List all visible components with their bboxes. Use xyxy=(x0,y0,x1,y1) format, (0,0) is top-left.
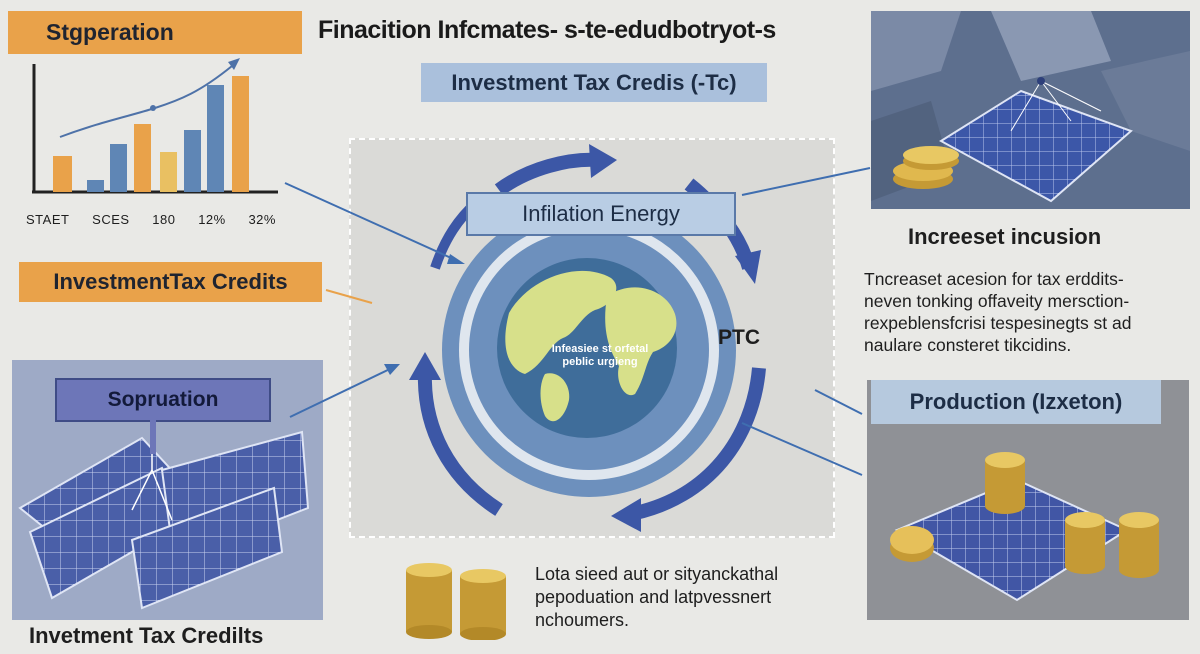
cycle-arrow-top xyxy=(494,152,600,196)
main-title: Finacition Infcmates- s-te-edudbotryot-s xyxy=(318,16,776,44)
solar-panels-illustration xyxy=(18,420,310,610)
chart-bar xyxy=(160,152,177,192)
globe-continent xyxy=(540,373,570,422)
globe-text-line: peblic urgieng xyxy=(562,356,638,368)
globe-continent xyxy=(505,270,617,374)
bottom-text-line: nchoumers. xyxy=(535,610,630,630)
investment-tax-credits-label: InvestmentTax Credits xyxy=(53,269,288,294)
connector-line xyxy=(325,289,373,304)
subtitle-tag: Investment Tax Credis (-Tc) xyxy=(421,63,767,102)
paragraph-line: rexpeblensfcrisi tespesinegts st ad xyxy=(864,313,1132,333)
right-top-paragraph: Tncreaset acesion for tax erddits- neven… xyxy=(864,268,1132,356)
subtitle-tag-label: Investment Tax Credis (-Tc) xyxy=(451,69,737,95)
paragraph-line: Tncreaset acesion for tax erddits- xyxy=(864,269,1124,289)
chart-axis-label: STAET xyxy=(26,212,70,227)
chart-axis-label: SCES xyxy=(92,212,130,227)
top-left-tag: Stgperation xyxy=(8,11,302,54)
cycle-arrow-head xyxy=(589,144,617,178)
chart-bar xyxy=(87,180,104,192)
globe-continent xyxy=(605,287,677,396)
chart-bar xyxy=(110,144,127,192)
coin-stack xyxy=(1065,512,1105,574)
inflation-energy-label: Infilation Energy xyxy=(522,201,680,226)
trend-arrow-head xyxy=(228,58,240,70)
cycle-diagram xyxy=(409,144,766,532)
inflation-energy-tag: Infilation Energy xyxy=(466,192,736,236)
solar-map-image xyxy=(871,11,1190,209)
chart-axis-label: 180 xyxy=(152,212,176,227)
paragraph-line: naulare consteret tikcidins. xyxy=(864,335,1072,355)
chart-bar xyxy=(207,85,224,192)
chart-bar xyxy=(134,124,151,192)
sopruation-label: Sopruation xyxy=(107,388,219,411)
map-illustration xyxy=(871,11,1190,203)
chart-bar xyxy=(232,76,249,192)
trend-point xyxy=(150,105,156,111)
chart-axis-labels: STAET SCES 180 12% 32% xyxy=(26,212,276,227)
cycle-arrow-left xyxy=(417,371,503,516)
left-bar-chart xyxy=(32,58,278,194)
connector-line xyxy=(741,167,871,196)
bottom-center-text: Lota sieed aut or sityanckathal pepoduat… xyxy=(535,563,778,632)
chart-bar xyxy=(53,156,72,192)
bottom-left-caption: Invetment Tax Credilts xyxy=(29,623,264,648)
production-tag: Production (Izxeton) xyxy=(871,380,1161,424)
coin-stack xyxy=(985,452,1025,514)
connector-line xyxy=(289,366,395,418)
connector-line xyxy=(741,422,863,476)
connector-line xyxy=(284,182,461,263)
chart-bar xyxy=(184,130,201,192)
coin-stack xyxy=(890,526,934,562)
cycle-arrow-head xyxy=(735,250,761,284)
bottom-text-line: Lota sieed aut or sityanckathal xyxy=(535,564,779,584)
bottom-text-line: pepoduation and latpvessnert xyxy=(535,587,772,607)
investment-tax-credits-tag: InvestmentTax Credits xyxy=(19,262,322,302)
globe-text-line: Infeasiee st orfetal xyxy=(551,343,649,355)
right-top-caption: Increeset incusion xyxy=(908,224,1102,249)
paragraph-line: neven tonking offaveity mersction- xyxy=(864,291,1130,311)
cycle-arrow-head xyxy=(409,352,441,380)
ptc-label: PTC xyxy=(718,326,760,349)
coin-stacks-icon xyxy=(406,563,506,640)
connector-arrow-head xyxy=(447,254,465,264)
production-illustration xyxy=(890,452,1159,602)
cycle-arrow-head xyxy=(611,498,641,532)
chart-axis-label: 12% xyxy=(198,212,226,227)
coin-stack xyxy=(1119,512,1159,578)
top-left-tag-label: Stgperation xyxy=(46,19,174,45)
cycle-arrow-bottom xyxy=(629,367,766,521)
sopruation-tag: Sopruation xyxy=(55,378,271,422)
sopruation-connector xyxy=(150,418,156,454)
connector-arrow-head xyxy=(384,364,400,375)
production-label: Production (Izxeton) xyxy=(909,389,1123,414)
globe-text: Infeasiee st orfetal peblic urgieng xyxy=(540,343,660,369)
chart-axis-label: 32% xyxy=(248,212,276,227)
connector-line xyxy=(814,389,863,415)
